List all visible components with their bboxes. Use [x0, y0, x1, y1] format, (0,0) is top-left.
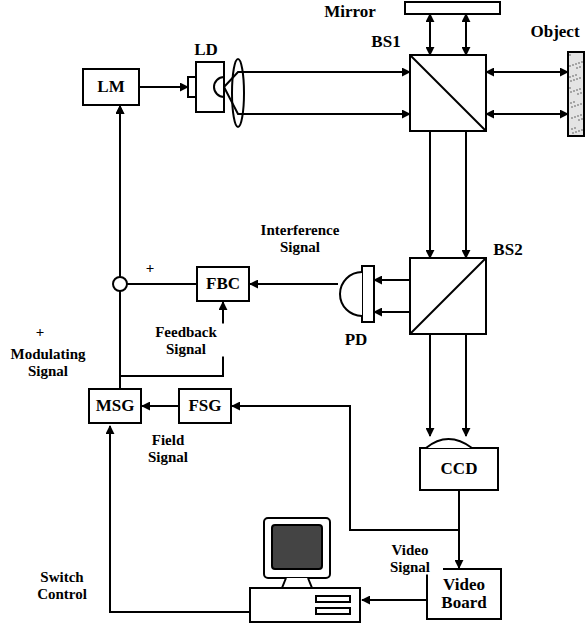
ccd-camera: CCD [420, 436, 498, 490]
connector-line [465, 131, 467, 258]
summing-junction [113, 277, 127, 291]
connector [430, 14, 466, 55]
beam-splitter-outline [410, 258, 486, 334]
process-box: FBC [196, 266, 250, 302]
process-box: LM [82, 68, 140, 106]
disk-slot [316, 608, 350, 614]
connector-line [465, 334, 467, 436]
beam-splitter-symbol [410, 258, 486, 334]
connector-line [374, 311, 410, 313]
connector-line [458, 490, 460, 568]
signal-label: Field Signal [135, 432, 201, 465]
connector [224, 72, 410, 114]
connector [140, 87, 188, 88]
test-object-symbol [568, 52, 584, 136]
signal-label: Modulating Signal [0, 346, 97, 379]
photodetector: PD [338, 266, 374, 322]
part-label: BS2 [493, 241, 522, 259]
signal-label: Interference Signal [252, 222, 348, 255]
lens [232, 59, 244, 127]
connector [120, 106, 196, 284]
box-label: LM [97, 78, 124, 96]
part-label: Mirror [324, 3, 376, 21]
connector [459, 490, 460, 568]
connector-line [429, 131, 431, 258]
beam-splitter: BS1 [410, 55, 486, 131]
monitor [264, 518, 330, 578]
laser-diode: LD [188, 62, 224, 112]
connector-line [224, 87, 410, 114]
connector-line [224, 72, 410, 87]
connector-line [142, 405, 178, 407]
disk-slot [316, 596, 350, 602]
laser-diode-symbol [188, 62, 224, 112]
connector-line [486, 71, 568, 73]
part-label: LD [194, 41, 218, 59]
test-object-outline [568, 52, 584, 136]
laser-diode-outline [188, 62, 224, 112]
connector-line [429, 14, 431, 55]
mirror-outline [405, 2, 500, 14]
computer-base [250, 588, 360, 622]
sign-label: + [28, 324, 52, 341]
connector [430, 131, 466, 258]
connector-line [120, 106, 196, 284]
signal-label: Video Signal [377, 542, 443, 575]
beam-splitter-symbol [410, 55, 486, 131]
box-label: CCD [441, 460, 478, 478]
mirror: Mirror [405, 2, 500, 14]
box-label: Video Board [433, 576, 495, 612]
connector [486, 72, 568, 114]
video-data-wire [362, 599, 428, 601]
process-box: Video Board [426, 568, 502, 620]
connector [120, 106, 121, 388]
part-label: Object [530, 23, 579, 41]
computer [250, 518, 360, 622]
box-label: MSG [96, 397, 135, 415]
photodetector-symbol [340, 266, 374, 322]
monitor-stand [282, 578, 312, 588]
mirror-symbol [405, 2, 500, 14]
connector [430, 334, 466, 436]
photodetector-outline [338, 266, 374, 322]
connector-line [429, 334, 431, 436]
connector [250, 284, 338, 285]
box-label: FBC [206, 275, 240, 293]
ccd-camera-symbol [420, 439, 498, 490]
signal-label: Switch Control [24, 569, 100, 602]
beam-splitter-outline [410, 55, 486, 131]
connector [142, 406, 178, 407]
connector-line [140, 86, 188, 88]
part-label: PD [345, 331, 368, 349]
beam-splitter: BS2 [410, 258, 486, 334]
signal-label: Feedback Signal [142, 324, 230, 357]
monitor-screen [272, 525, 322, 569]
connector-line [465, 14, 467, 55]
connector [374, 280, 410, 312]
process-box: MSG [88, 388, 142, 424]
connector-line [486, 113, 568, 115]
connector-line [119, 106, 121, 388]
test-object: Object [568, 52, 584, 136]
process-box: FSG [178, 388, 232, 424]
switch-control-wire [110, 426, 250, 612]
sign-label: + [138, 260, 162, 277]
box-label: FSG [188, 397, 221, 415]
part-label: BS1 [371, 33, 400, 51]
connector-line [250, 283, 338, 285]
connector-line [374, 279, 410, 281]
